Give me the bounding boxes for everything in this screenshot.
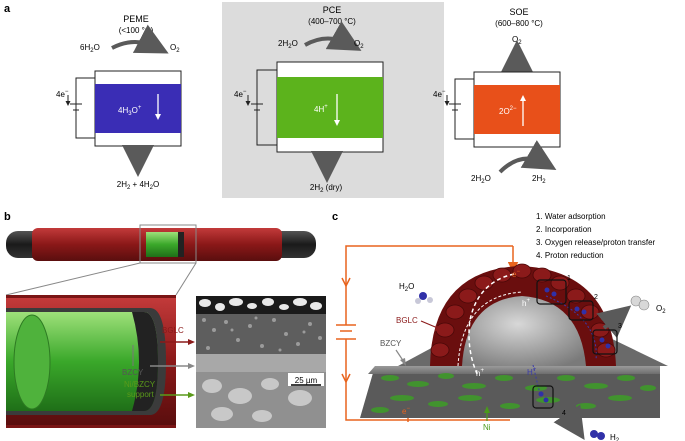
soe-cell: SOE (600–800 °C) O2 2O2− 4e− 2H2O 2H2 [433,7,561,185]
step-box-4 [532,385,554,409]
zoom-box [139,224,197,264]
pce-electrolyte [277,77,383,138]
steps-legend: 1. Water adsorption 2. Incorporation 3. … [536,212,656,260]
h2-molecule [590,430,605,440]
label-bglc-c: BGLC [396,316,418,325]
peme-electrolyte [95,84,181,133]
marker-3: 3 [618,323,622,330]
step-box-1 [536,279,567,305]
peme-product: 2H2 + 4H2O [117,180,160,191]
pce-electrons: 4e− [234,89,247,99]
label-electron-top: e− [512,269,520,279]
peme-ion: 4H3O+ [118,105,142,117]
label-proton: H+ [527,367,537,377]
marker-4: 4 [562,410,566,417]
panel-b-label: b [4,211,11,223]
step-boxes [532,279,618,409]
o2-molecule [630,295,650,311]
pce-cell: PCE (400–700 °C) 2H2O O2 4H+ 4e− 2H2 (dr… [234,5,384,194]
water-molecule [415,292,433,304]
step-3: 3. Oxygen release/proton transfer [536,238,656,247]
soe-temp: (600–800 °C) [495,19,543,28]
marker-1: 1 [567,275,571,282]
label-hole-top: h+ [522,298,530,308]
label-o2: O2 [656,304,666,315]
label-ni: Ni [483,423,491,432]
soe-input: 2H2O [471,174,491,185]
label-bglc-b: BGLC [162,326,184,335]
o2-release-arrow [596,305,632,339]
tube-illustration [6,224,316,264]
pce-temp: (400–700 °C) [308,17,356,26]
label-electron-bottom: e− [402,406,410,416]
peme-output: O2 [170,43,180,54]
step-box-3 [592,329,618,355]
hole-path [468,273,515,377]
peme-water-arrow [111,24,169,54]
panel-a-label: a [4,3,11,15]
tube-cross-section [6,295,176,428]
pce-water-arrow [304,21,362,51]
pce-ion: 4H+ [314,104,328,114]
step-box-2 [568,300,594,321]
pce-output: O2 [354,39,364,50]
step-4: 4. Proton reduction [536,251,604,260]
soe-electrons: 4e− [433,89,446,99]
soe-product: 2H2 [532,174,546,185]
h2-release-arrow [551,404,585,440]
soe-ion: 2O2− [499,106,517,116]
external-circuit [336,245,519,422]
soe-title: SOE [509,7,528,17]
peme-cell: PEME (<100 °C) 6H2O O2 4H3O+ 4e− 2H2 + 4… [56,14,182,191]
label-h2: H2 [610,433,620,441]
step-1: 1. Water adsorption [536,212,606,221]
peme-electrons: 4e− [56,89,69,99]
pce-title: PCE [323,5,342,15]
step-2: 2. Incorporation [536,225,592,234]
label-bzcy-c: BZCY [380,339,402,348]
marker-2: 2 [594,294,598,301]
peme-temp: (<100 °C) [119,26,154,35]
peme-title: PEME [123,14,149,24]
scale-bar-label: 25 µm [295,376,318,385]
soe-electrolyte [474,85,560,134]
soe-water-arrow [498,140,557,174]
label-support-1: Ni/BZCY [124,380,156,389]
label-hole-bottom: h+ [476,368,484,378]
soe-output: O2 [512,35,522,46]
peme-input: 6H2O [80,43,100,54]
label-bzcy-b: BZCY [122,368,144,377]
label-h2o: H2O [399,282,414,293]
label-support-2: support [127,390,154,399]
sem-image: 25 µm [196,296,326,428]
pce-product: 2H2 (dry) [310,183,343,194]
pce-input: 2H2O [278,39,298,50]
panel-c-label: c [332,211,338,223]
